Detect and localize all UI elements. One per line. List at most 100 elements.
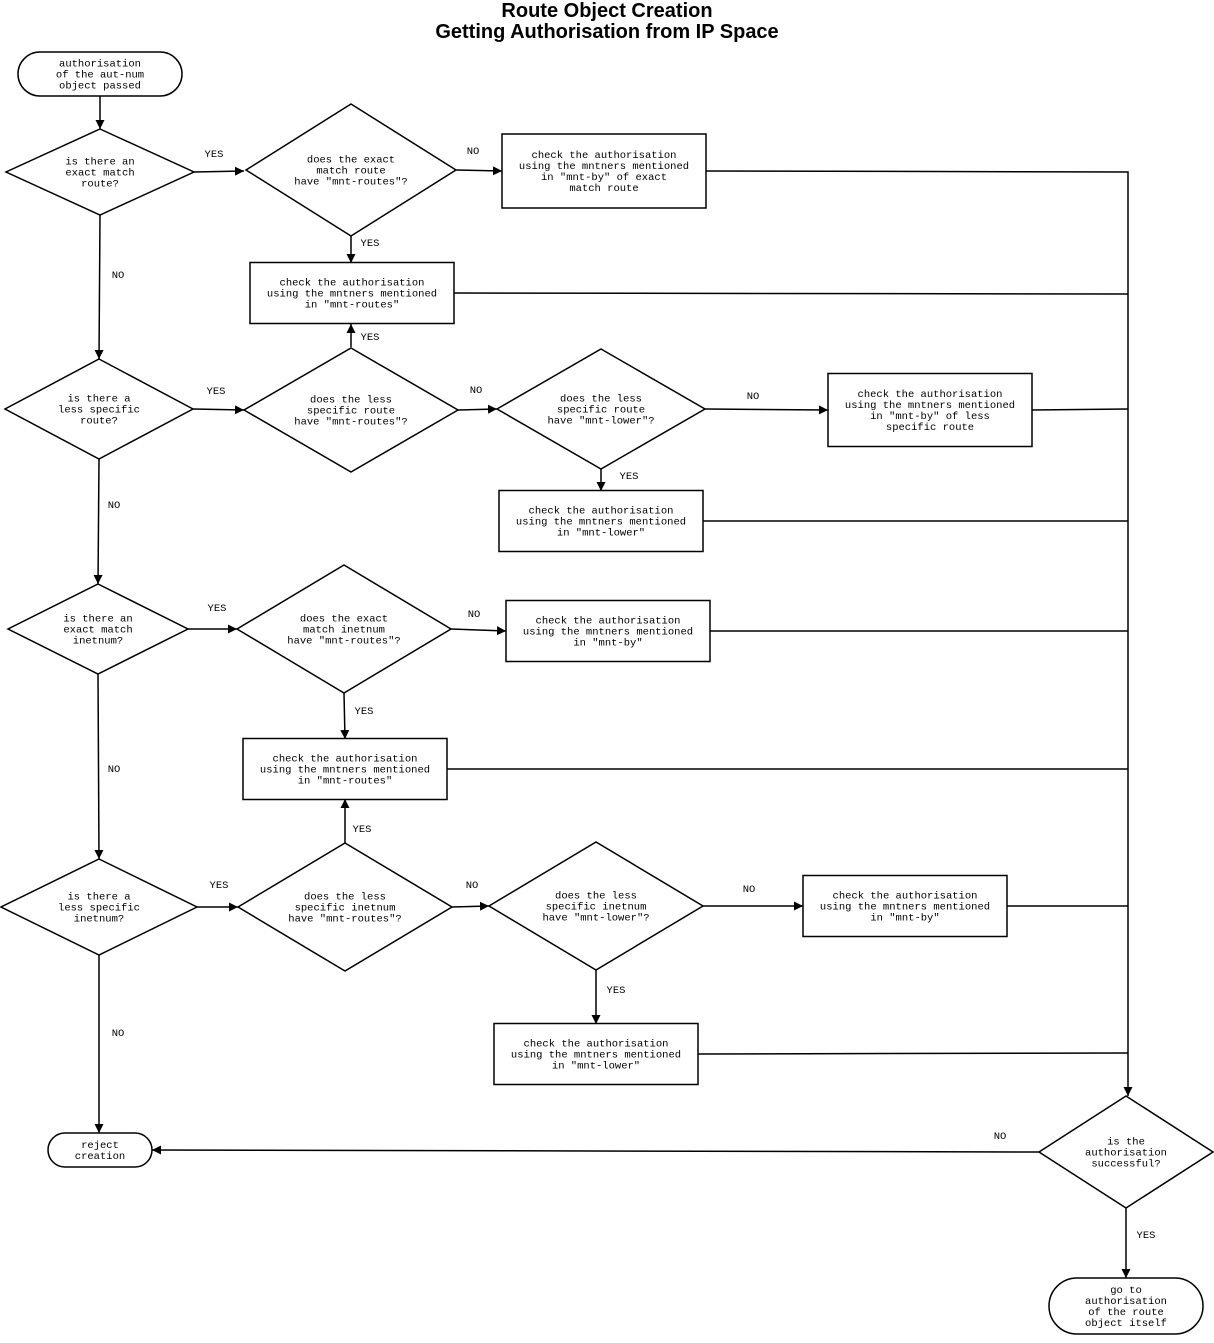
connector-line xyxy=(340,692,350,740)
node-text-line: object passed xyxy=(59,81,141,93)
edge-label-yes: YES xyxy=(361,238,380,250)
node-text-line: match route xyxy=(569,183,638,195)
edge-label-no: NO xyxy=(747,391,760,403)
node-text-line: exact match xyxy=(63,625,132,637)
node-text-line: specific route xyxy=(307,406,395,418)
node-text-line: in "mnt-routes" xyxy=(298,776,393,788)
node-text-line: in "mnt-by" of exact xyxy=(541,172,667,184)
connector-line xyxy=(455,166,503,176)
connector-line xyxy=(451,901,490,911)
edge-label-no: NO xyxy=(466,880,479,892)
edge-label-yes: YES xyxy=(361,332,380,344)
edge-label-yes: YES xyxy=(207,386,226,398)
node-text-line: have "mnt-lower"? xyxy=(547,416,654,428)
node-text-line: does the less xyxy=(560,394,642,406)
connector-line xyxy=(94,214,104,360)
node-text-line: less specific xyxy=(58,903,140,915)
node-text-line: have "mnt-routes"? xyxy=(287,636,400,648)
node-text-line: object itself xyxy=(1085,1318,1167,1330)
node-text-line: check the authorisation xyxy=(532,150,677,162)
edge-label-no: NO xyxy=(108,500,121,512)
connector-line xyxy=(93,458,103,585)
node-text-line: of the route xyxy=(1088,1307,1164,1319)
node-text-line: using the mntners mentioned xyxy=(523,627,693,639)
node-text-line: is there a xyxy=(67,394,130,406)
node-text-line: using the mntners mentioned xyxy=(820,902,990,914)
connector-line xyxy=(192,405,245,415)
edge-label-no: NO xyxy=(467,146,480,158)
connector-line xyxy=(1031,408,1129,411)
node-text-line: specific route xyxy=(557,405,645,417)
edge-label-no: NO xyxy=(743,884,756,896)
edge-label-no: NO xyxy=(112,1028,125,1040)
node-text-line: using the mntners mentioned xyxy=(516,517,686,529)
edge-label-no: NO xyxy=(994,1131,1007,1143)
node-text-line: is there an xyxy=(65,157,134,169)
node-text-line: is the xyxy=(1107,1137,1145,1149)
node-text-line: go to xyxy=(1110,1285,1142,1297)
node-text-line: using the mntners mentioned xyxy=(267,289,437,301)
node-text-line: have "mnt-routes"? xyxy=(288,914,401,926)
connector-line xyxy=(193,166,245,176)
connector-line xyxy=(151,1145,1040,1155)
connector-line xyxy=(450,626,507,636)
node-text-line: reject xyxy=(81,1140,119,1152)
diagram-subtitle: Getting Authorisation from IP Space xyxy=(435,21,779,43)
node-text-line: in "mnt-by" xyxy=(870,913,939,925)
node-text-line: route? xyxy=(80,416,118,428)
node-text-line: check the authorisation xyxy=(524,1039,669,1051)
node-text-line: using the mntners mentioned xyxy=(511,1050,681,1062)
node-text-line: authorisation xyxy=(1085,1148,1167,1160)
node-text-line: check the authorisation xyxy=(536,616,681,628)
node-text-line: check the authorisation xyxy=(529,506,674,518)
node-text-line: inetnum? xyxy=(74,914,124,926)
node-text-line: using the mntners mentioned xyxy=(845,400,1015,412)
edge-label-no: NO xyxy=(468,609,481,621)
node-text-line: route? xyxy=(81,179,119,191)
edge-label-yes: YES xyxy=(607,985,626,997)
node-text-line: authorisation xyxy=(59,59,141,71)
edge-label-yes: YES xyxy=(355,706,374,718)
node-text-line: does the less xyxy=(555,891,637,903)
node-text-line: have "mnt-routes"? xyxy=(294,417,407,429)
node-text-line: using the mntners mentioned xyxy=(260,765,430,777)
connector-line xyxy=(94,673,104,860)
connector-line xyxy=(457,404,498,414)
node-text-line: exact match xyxy=(65,168,134,180)
node-text-line: check the authorisation xyxy=(280,278,425,290)
node-text-line: specific inetnum xyxy=(546,902,647,914)
edge-label-yes: YES xyxy=(1137,1230,1156,1242)
node-text-line: does the less xyxy=(310,395,392,407)
node-text-line: match inetnum xyxy=(303,625,385,637)
node-text-line: is there an xyxy=(63,614,132,626)
node-text-line: check the authorisation xyxy=(833,891,978,903)
node-text-line: have "mnt-routes"? xyxy=(294,177,407,189)
node-text-line: less specific xyxy=(58,405,140,417)
node-text-line: does the exact xyxy=(307,155,395,167)
node-text-line: in "mnt-routes" xyxy=(305,300,400,312)
node-text-line: match route xyxy=(316,166,385,178)
node-text-line: successful? xyxy=(1091,1159,1160,1171)
node-text-line: specific route xyxy=(886,422,974,434)
node-text-line: using the mntners mentioned xyxy=(519,161,689,173)
node-text-line: check the authorisation xyxy=(273,754,418,766)
connector-line xyxy=(697,1052,1129,1055)
node-text-line: specific inetnum xyxy=(295,903,396,915)
edge-label-yes: YES xyxy=(205,149,224,161)
node-text-line: does the less xyxy=(304,892,386,904)
node-text-line: in "mnt-by" of less xyxy=(870,411,990,423)
